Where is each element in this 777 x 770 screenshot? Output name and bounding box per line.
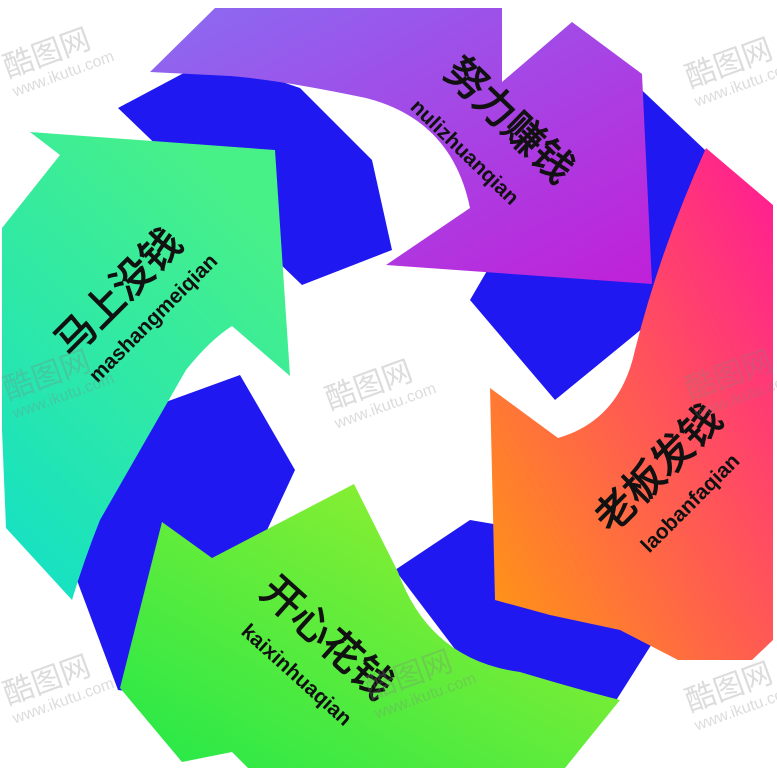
- watermark-top-right: 酷图网 www.ikutu.com: [681, 32, 777, 111]
- watermark-bottom-right: 酷图网 www.ikutu.com: [681, 656, 777, 735]
- arrow-top-shape: [150, 8, 652, 284]
- arrow-left: [2, 132, 290, 600]
- arrow-bottom-shape: [120, 484, 620, 768]
- arrow-bottom: [120, 484, 620, 768]
- arrow-top: [150, 8, 652, 284]
- arrow-right-shape: [490, 148, 773, 660]
- arrow-left-shape: [2, 132, 290, 600]
- arrow-right: [490, 148, 773, 660]
- watermark-top-left: 酷图网 www.ikutu.com: [0, 22, 116, 101]
- watermark-bottom-left: 酷图网 www.ikutu.com: [0, 649, 116, 728]
- watermark-center: 酷图网 www.ikutu.com: [321, 354, 439, 433]
